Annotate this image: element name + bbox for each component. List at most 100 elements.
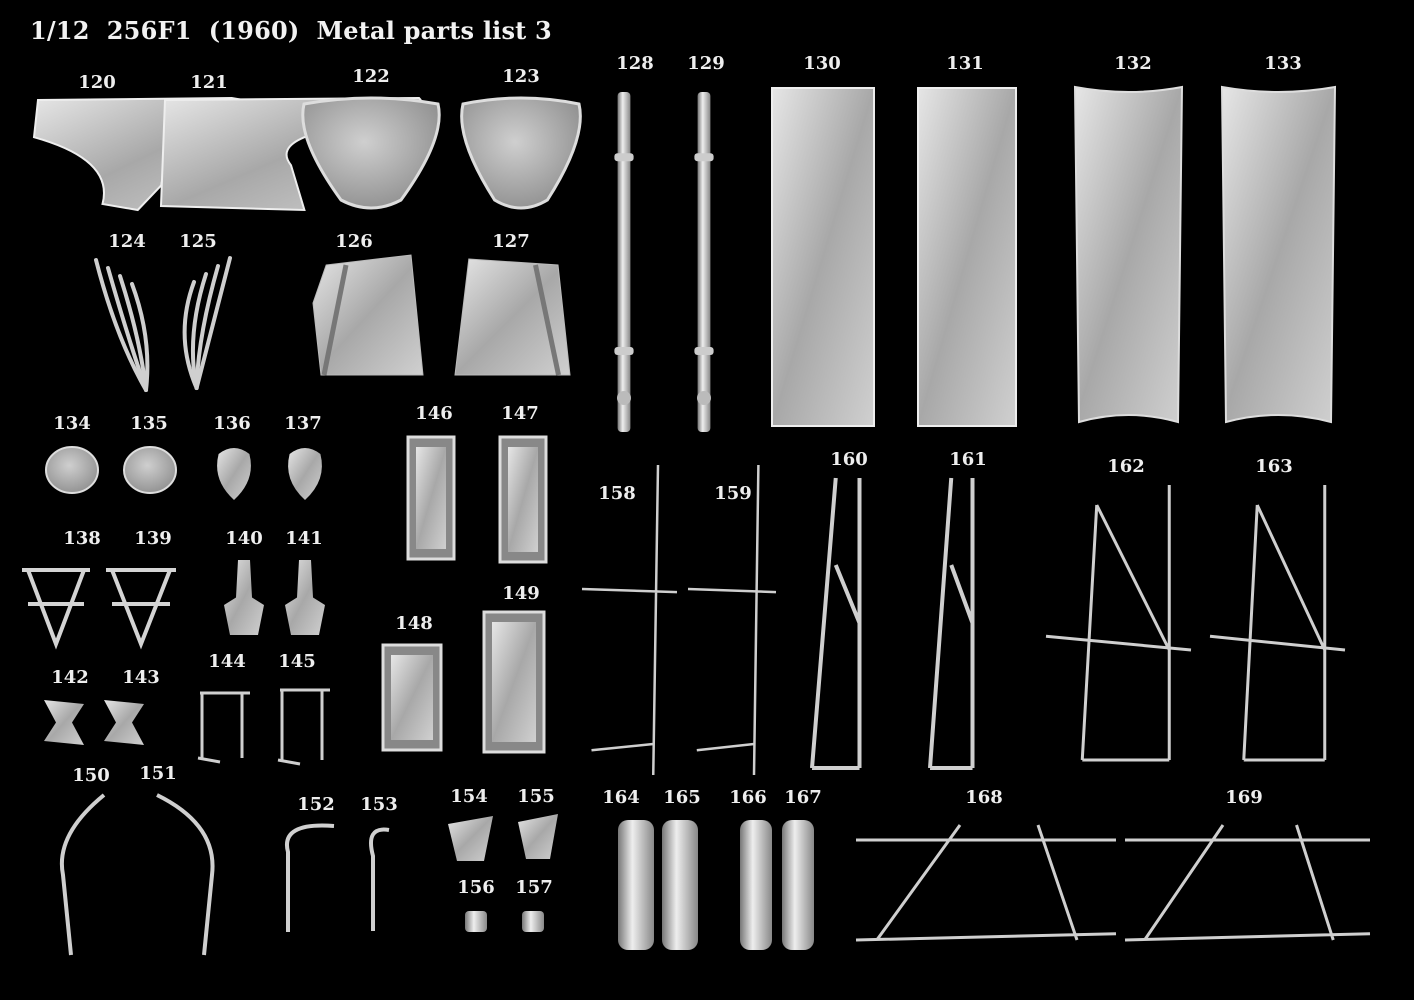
part-number-label: 163 <box>1255 456 1293 477</box>
part-number-label: 140 <box>225 528 263 549</box>
part-number-label: 129 <box>687 53 725 74</box>
part-number-label: 169 <box>1225 787 1263 808</box>
part-number-label: 139 <box>134 528 172 549</box>
part-number-label: 133 <box>1264 53 1302 74</box>
part-156-ferrule <box>465 911 487 932</box>
part-number-label: 148 <box>395 613 433 634</box>
part-number-label: 132 <box>1114 53 1152 74</box>
part-160-frame-a <box>810 477 862 770</box>
part-number-label: 145 <box>278 651 316 672</box>
part-130-long-panel <box>771 87 875 427</box>
part-number-label: 134 <box>53 413 91 434</box>
part-153-hook <box>369 827 390 931</box>
part-number-label: 125 <box>179 231 217 252</box>
part-135-disc <box>123 446 177 494</box>
part-136-teardrop <box>217 448 251 500</box>
part-number-label: 166 <box>729 787 767 808</box>
part-number-label: 161 <box>949 449 987 470</box>
part-155-clip <box>518 814 558 859</box>
part-number-label: 156 <box>457 877 495 898</box>
part-144-bracket-frame <box>197 691 250 764</box>
part-125-rod-bundle <box>182 256 232 390</box>
part-number-label: 153 <box>360 794 398 815</box>
part-number-label: 158 <box>598 483 636 504</box>
part-137-teardrop <box>288 448 322 500</box>
part-126-plate <box>312 254 424 376</box>
part-149-tray <box>482 610 546 754</box>
part-number-label: 147 <box>501 403 539 424</box>
part-number-label: 167 <box>784 787 822 808</box>
part-169-roll-frame <box>1124 824 1371 942</box>
part-124-rod-bundle <box>94 258 150 392</box>
part-127-plate <box>454 258 571 376</box>
part-146-tray <box>406 435 456 561</box>
part-133-curved-panel <box>1220 85 1337 424</box>
part-number-label: 120 <box>78 72 116 93</box>
part-150-rail <box>59 793 106 956</box>
part-number-label: 162 <box>1107 456 1145 477</box>
part-166-sleeve <box>740 820 772 950</box>
part-number-label: 149 <box>502 583 540 604</box>
part-number-label: 126 <box>335 231 373 252</box>
part-number-label: 136 <box>213 413 251 434</box>
part-number-label: 137 <box>284 413 322 434</box>
part-165-sleeve <box>662 820 698 950</box>
page-title: 1/12 256F1 (1960) Metal parts list 3 <box>30 16 552 45</box>
part-number-label: 152 <box>297 794 335 815</box>
part-number-label: 160 <box>830 449 868 470</box>
part-number-label: 128 <box>616 53 654 74</box>
part-number-label: 127 <box>492 231 530 252</box>
part-number-label: 157 <box>515 877 553 898</box>
part-145-bracket-frame <box>277 688 330 766</box>
part-159-wire-cross <box>687 464 777 776</box>
part-147-tray <box>498 435 548 564</box>
part-129-tube <box>694 92 714 432</box>
part-161-frame-a <box>928 477 975 770</box>
part-number-label: 124 <box>108 231 146 252</box>
part-131-long-panel <box>917 87 1017 427</box>
part-number-label: 143 <box>122 667 160 688</box>
part-number-label: 144 <box>208 651 246 672</box>
part-number-label: 123 <box>502 66 540 87</box>
part-164-sleeve <box>618 820 654 950</box>
part-168-roll-frame <box>855 824 1117 942</box>
part-158-wire-cross <box>581 464 678 776</box>
part-number-label: 146 <box>415 403 453 424</box>
part-number-label: 165 <box>663 787 701 808</box>
part-132-curved-panel <box>1073 85 1184 424</box>
part-151-rail <box>156 793 215 956</box>
part-number-label: 154 <box>450 786 488 807</box>
part-141-upright <box>285 560 325 635</box>
part-123-seat-pan <box>460 96 582 210</box>
part-number-label: 135 <box>130 413 168 434</box>
part-number-label: 150 <box>72 765 110 786</box>
part-number-label: 151 <box>139 763 177 784</box>
part-122-seat-pan <box>301 96 441 210</box>
part-154-clip <box>448 816 493 861</box>
part-128-tube <box>614 92 634 432</box>
part-number-label: 130 <box>803 53 841 74</box>
part-number-label: 141 <box>285 528 323 549</box>
part-number-label: 159 <box>714 483 752 504</box>
part-157-ferrule <box>522 911 544 932</box>
part-143-small-bracket <box>104 700 144 745</box>
part-number-label: 131 <box>946 53 984 74</box>
part-148-tray <box>381 643 443 752</box>
part-number-label: 122 <box>352 66 390 87</box>
part-134-disc <box>45 446 99 494</box>
part-139-wishbone <box>106 568 176 650</box>
part-152-hook <box>284 823 335 932</box>
part-167-sleeve <box>782 820 814 950</box>
part-number-label: 138 <box>63 528 101 549</box>
part-138-wishbone <box>22 568 90 650</box>
part-number-label: 155 <box>517 786 555 807</box>
part-142-small-bracket <box>44 700 84 745</box>
part-number-label: 142 <box>51 667 89 688</box>
part-number-label: 121 <box>190 72 228 93</box>
part-140-upright <box>224 560 264 635</box>
part-162-frame-b <box>1045 485 1192 762</box>
part-number-label: 164 <box>602 787 640 808</box>
part-number-label: 168 <box>965 787 1003 808</box>
part-163-frame-b <box>1209 485 1346 762</box>
